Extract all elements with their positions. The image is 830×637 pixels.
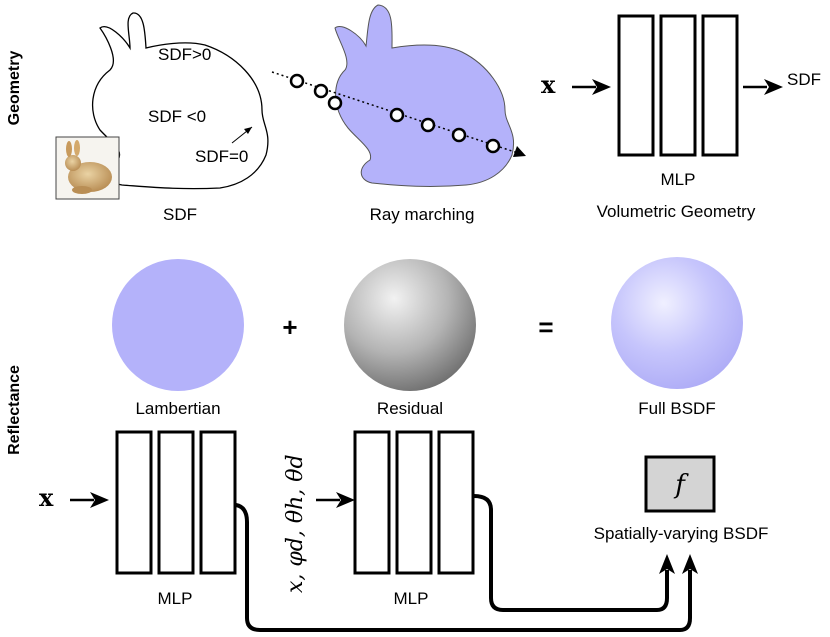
- ray-marching-caption: Ray marching: [370, 205, 475, 224]
- full-bsdf-sphere: [611, 257, 743, 389]
- geometry-mlp-label: MLP: [661, 170, 696, 189]
- sdf-caption: SDF: [163, 205, 197, 224]
- geometry-mlp-block: [617, 14, 739, 157]
- ray-line: [271, 71, 519, 154]
- equals-sign: =: [538, 312, 553, 342]
- mlp2-input-arrow: [316, 492, 355, 508]
- residual-mlp-block: [353, 430, 475, 575]
- plus-sign: +: [282, 312, 297, 342]
- geometry-input-arrow: [572, 79, 611, 95]
- lambertian-to-f-connector: [235, 503, 692, 632]
- sdf-bunny-outline: [91, 12, 269, 190]
- reflectance-side-label: Reflectance: [6, 365, 23, 455]
- ray-arrowhead: [513, 146, 526, 157]
- sdf-negative-label: SDF <0: [148, 107, 206, 126]
- bunny-thumbnail: [55, 136, 120, 200]
- residual-to-f-connector: [473, 494, 669, 612]
- residual-caption: Residual: [377, 399, 443, 418]
- geometry-side-label: Geometry: [6, 51, 23, 126]
- bsdf-f-box: [644, 455, 716, 513]
- volumetric-geometry-caption: Volumetric Geometry: [597, 202, 756, 221]
- mlp1-input-arrow: [70, 492, 109, 508]
- lambertian-caption: Lambertian: [135, 399, 220, 418]
- sdf-positive-label: SDF>0: [158, 45, 211, 64]
- mlp2-label: MLP: [394, 589, 429, 608]
- geometry-output-label: SDF: [787, 70, 821, 89]
- reflectance-input-x: x: [39, 483, 54, 512]
- full-bsdf-caption: Full BSDF: [638, 399, 715, 418]
- sdf-zero-label: SDF=0: [195, 147, 248, 166]
- lambertian-sphere: [112, 259, 244, 391]
- ray-bunny-silhouette: [334, 4, 514, 187]
- geometry-input-x: x: [541, 70, 556, 99]
- spatially-varying-bsdf-caption: Spatially-varying BSDF: [594, 524, 769, 543]
- mlp1-label: MLP: [158, 589, 193, 608]
- residual-sphere: [344, 259, 476, 391]
- residual-mlp-inputs: x, φd, θh, θd: [283, 454, 308, 593]
- lambertian-mlp-block: [115, 430, 237, 575]
- geometry-output-arrow: [743, 79, 783, 95]
- ray-sample-points: [289, 73, 501, 154]
